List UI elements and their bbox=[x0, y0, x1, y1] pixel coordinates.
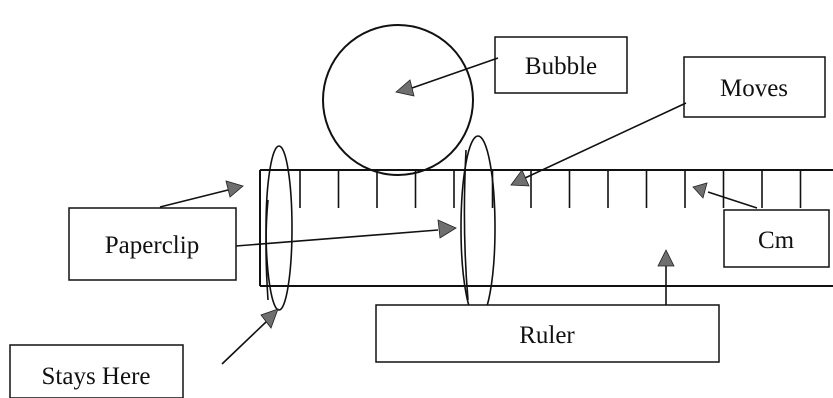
arrows bbox=[159, 57, 758, 365]
paperclip-label: Paperclip bbox=[105, 232, 199, 259]
moves-arrow-head bbox=[510, 169, 530, 187]
bubble-arrow-line bbox=[411, 57, 499, 89]
stays-here-label-box bbox=[9, 344, 184, 398]
cm-arrow-line bbox=[707, 191, 758, 209]
moves-label: Moves bbox=[720, 75, 788, 102]
ruler-label-box bbox=[375, 304, 720, 363]
stays-here-label: Stays Here bbox=[42, 363, 151, 390]
paperclip-label-box bbox=[68, 207, 237, 281]
paperclip-arrow1-head bbox=[225, 180, 244, 198]
ruler-ticks bbox=[299, 170, 802, 208]
cm-arrow-head bbox=[692, 182, 708, 199]
bubble-label-box bbox=[494, 36, 628, 94]
ruler-arrow-head bbox=[657, 249, 675, 267]
paperclip-arrow2-head bbox=[437, 219, 457, 239]
right-paperclip bbox=[460, 135, 496, 321]
moves-arrow-line bbox=[524, 102, 687, 179]
left-paperclip bbox=[265, 145, 293, 311]
bubble-label: Bubble bbox=[525, 53, 597, 80]
ruler-label: Ruler bbox=[519, 322, 575, 349]
right-paperclip-inner bbox=[463, 149, 469, 301]
moves-label-box bbox=[683, 56, 826, 118]
paperclip-arrow1-line bbox=[159, 189, 229, 208]
cm-label: Cm bbox=[758, 227, 795, 254]
cm-label-box bbox=[723, 209, 830, 268]
left-paperclip-inner bbox=[265, 199, 269, 301]
bubble-circle bbox=[322, 24, 474, 176]
stays-here-arrow-line bbox=[221, 321, 267, 365]
stays-here-arrow-head bbox=[260, 308, 279, 329]
ruler bbox=[259, 169, 833, 287]
paperclip-arrow2-line bbox=[235, 229, 439, 247]
bubble-arrow-head bbox=[395, 79, 415, 97]
